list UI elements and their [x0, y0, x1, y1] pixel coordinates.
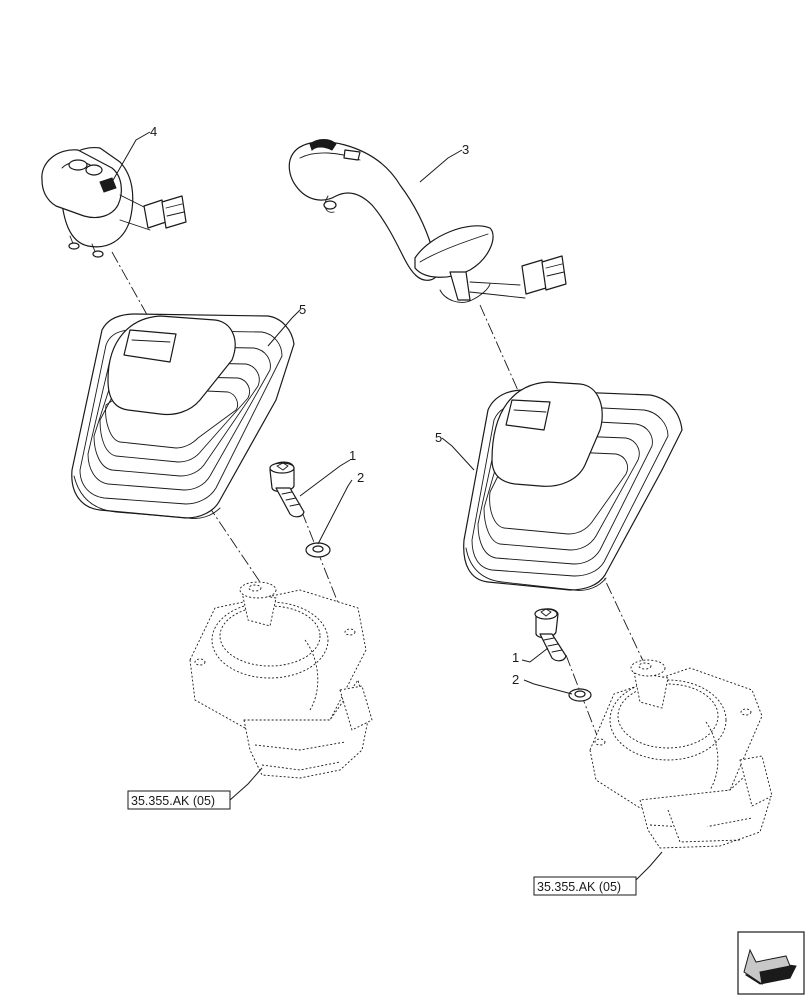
screw-right-item-1 — [534, 608, 567, 662]
callout-5-left: 5 — [299, 302, 306, 317]
boot-right-item-5 — [463, 381, 683, 591]
reference-left-label: 35.355.AK (05) — [131, 794, 215, 808]
callout-5-right: 5 — [435, 430, 442, 445]
reference-left[interactable]: 35.355.AK (05) — [127, 790, 231, 810]
callout-2-right: 2 — [512, 672, 519, 687]
joystick-valve-right-phantom — [589, 659, 773, 849]
reference-right[interactable]: 35.355.AK (05) — [533, 876, 637, 896]
handle-item-4 — [41, 146, 187, 258]
direction-arrow-icon — [737, 931, 805, 995]
callout-1-right: 1 — [512, 650, 519, 665]
washer-right-item-2 — [568, 688, 592, 702]
screw-left-item-1 — [269, 461, 305, 518]
boot-left-item-5 — [71, 313, 295, 519]
callout-labels: 4 3 5 5 1 2 1 2 — [150, 124, 519, 687]
reference-right-label: 35.355.AK (05) — [537, 880, 621, 894]
callout-2-left: 2 — [357, 470, 364, 485]
callout-4: 4 — [150, 124, 157, 139]
leader-lines — [111, 131, 663, 881]
handle-item-3 — [288, 139, 567, 303]
washer-left-item-2 — [305, 542, 331, 558]
callout-1-left: 1 — [349, 448, 356, 463]
callout-3: 3 — [462, 142, 469, 157]
joystick-valve-left-phantom — [189, 581, 373, 779]
